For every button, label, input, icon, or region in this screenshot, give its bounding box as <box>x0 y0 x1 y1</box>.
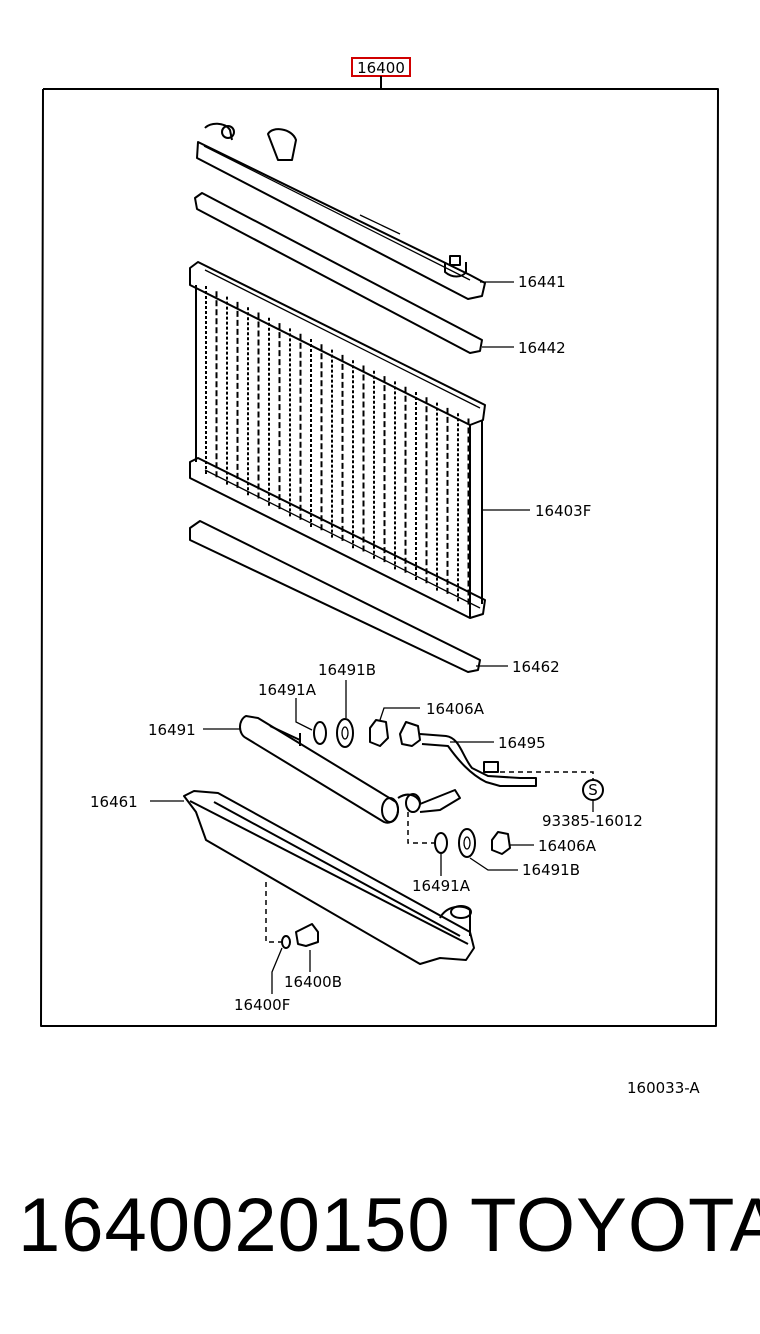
stud-bolt-symbol-letter: S <box>588 781 598 799</box>
drain-gasket-label[interactable]: 16400F <box>234 996 290 1014</box>
stud-bolt-label[interactable]: 93385-16012 <box>542 812 643 830</box>
radiator-core-part <box>189 261 486 619</box>
washer-a-bottom-label[interactable]: 16491A <box>412 877 471 895</box>
lower-tank-part <box>183 790 475 965</box>
upper-gasket-label[interactable]: 16442 <box>518 339 566 357</box>
footer-part-number: 1640020150 <box>18 1183 451 1268</box>
leader-lines <box>150 281 534 994</box>
assembly-number-label[interactable]: 16400 <box>357 59 405 77</box>
footer-brand: TOYOTA <box>470 1183 760 1268</box>
washer-b-top-label[interactable]: 16491B <box>318 661 376 679</box>
washer-b-bottom-label[interactable]: 16491B <box>522 861 580 879</box>
upper-tank-label[interactable]: 16441 <box>518 273 566 291</box>
oil-cooler-lower-dashed-leader <box>407 812 437 844</box>
nut-a-bottom-part <box>491 831 511 855</box>
nut-a-top-part <box>369 719 389 747</box>
lower-gasket-label[interactable]: 16462 <box>512 658 560 676</box>
nut-a-bottom-label[interactable]: 16406A <box>538 837 597 855</box>
drain-plug-label[interactable]: 16400B <box>284 973 342 991</box>
radiator-fins <box>205 286 470 607</box>
lower-gasket-part <box>189 520 481 673</box>
washer-b-bottom-part <box>458 828 476 858</box>
drain-dashed-leader <box>265 882 284 943</box>
pipe-label[interactable]: 16495 <box>498 734 546 752</box>
drain-gasket-part <box>281 935 291 949</box>
stud-bolt-dashed-leader <box>500 771 594 780</box>
core-label[interactable]: 16403F <box>535 502 591 520</box>
lower-tank-label[interactable]: 16461 <box>90 793 138 811</box>
nut-a-top-2-part <box>399 721 421 747</box>
upper-tank-part <box>196 122 486 300</box>
upper-gasket-part <box>194 192 483 354</box>
assembly-frame <box>40 88 719 1027</box>
oil-cooler-part <box>239 715 461 824</box>
oil-cooler-label[interactable]: 16491 <box>148 721 196 739</box>
washer-b-top-part <box>336 718 354 748</box>
washer-a-top-part <box>313 721 327 745</box>
washer-a-top-label[interactable]: 16491A <box>258 681 317 699</box>
nut-a-top-label[interactable]: 16406A <box>426 700 485 718</box>
drain-plug-part <box>295 923 319 947</box>
washer-a-bottom-part <box>434 832 448 854</box>
figure-code: 160033-A <box>627 1079 700 1097</box>
